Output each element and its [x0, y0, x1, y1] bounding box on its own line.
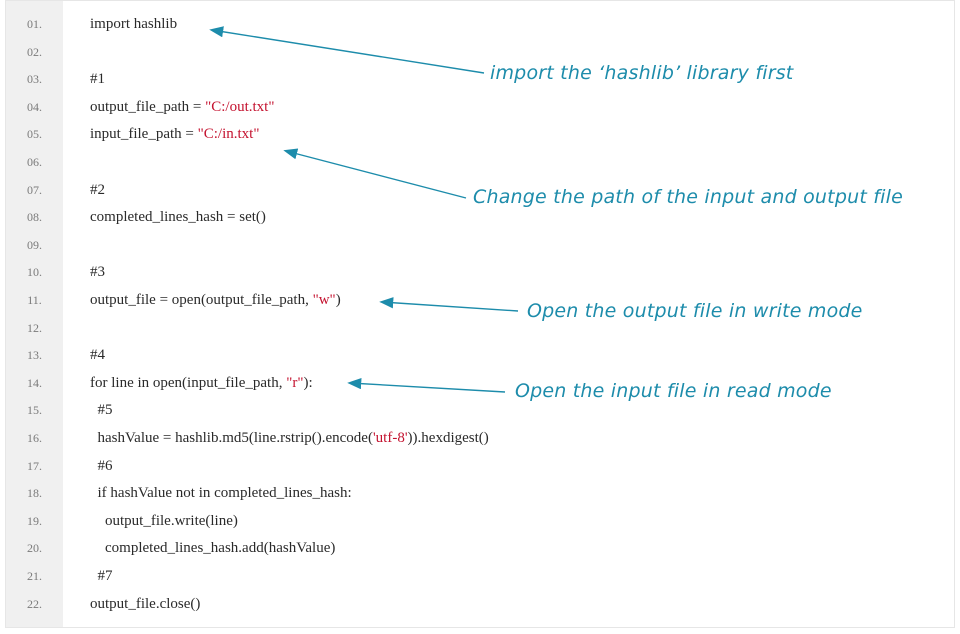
line-number: 08. — [27, 210, 42, 225]
code-text: output_file.close() — [90, 591, 200, 618]
code-token: import hashlib — [90, 16, 178, 32]
code-line: 03. #1 — [6, 66, 954, 93]
code-token: #2 — [90, 181, 105, 198]
code-text: #6 — [90, 453, 113, 480]
code-text: completed_lines_hash.add(hashValue) — [90, 535, 335, 562]
code-text: hashValue = hashlib.md5(line.rstrip().en… — [90, 425, 489, 452]
line-number: 04. — [27, 99, 42, 114]
line-number: 10. — [27, 265, 42, 280]
code-text: input_file_path = "C:/in.txt" — [90, 121, 259, 148]
line-number: 20. — [27, 541, 42, 556]
code-token: output_file.close() — [90, 595, 201, 612]
code-token: #4 — [90, 347, 105, 364]
line-number: 16. — [27, 431, 42, 445]
arrow-import — [209, 26, 485, 74]
code-text: for line in open(input_file_path, "r"): — [90, 370, 313, 397]
code-line: 04. output_file_path = "C:/out.txt" — [6, 94, 954, 121]
line-number: 19. — [27, 513, 42, 528]
code-line: 17. #6 — [6, 453, 954, 480]
annotation-paths: Change the path of the input and output … — [473, 186, 903, 208]
string-literal: "r" — [286, 374, 304, 391]
code-line: 13. #4 — [6, 342, 954, 369]
code-text: output_file = open(output_file_path, "w"… — [90, 287, 341, 314]
arrow-read-mode — [347, 378, 506, 393]
code-token: #3 — [90, 264, 105, 281]
code-text: import hashlib — [90, 11, 177, 38]
line-number: 05. — [27, 127, 42, 142]
code-line: 21. #7 — [6, 563, 954, 590]
line-number: 18. — [27, 486, 42, 501]
line-number: 11. — [27, 293, 42, 307]
line-number: 22. — [27, 596, 42, 611]
code-line: 02. — [6, 39, 954, 66]
code-text: #2 — [90, 177, 105, 204]
code-line: 19. output_file.write(line) — [6, 508, 954, 535]
code-token: ): — [303, 374, 313, 391]
code-line: 22. output_file.close() — [6, 591, 954, 618]
code-line: 11. output_file = open(output_file_path, … — [6, 287, 954, 314]
string-literal: 'utf-8' — [372, 430, 408, 446]
code-line: 10. #3 — [6, 259, 954, 286]
string-literal: "w" — [312, 292, 336, 308]
code-text: #1 — [90, 66, 105, 93]
code-line: 06. — [6, 149, 954, 176]
code-line: 15. #5 — [6, 397, 954, 424]
code-token: input_file_path = — [90, 126, 198, 143]
line-number: 14. — [27, 375, 42, 390]
code-line: 08. completed_lines_hash = set() — [6, 204, 954, 231]
code-text: if hashValue not in completed_lines_hash… — [90, 480, 352, 507]
code-line: 09. — [6, 232, 954, 259]
code-text: #3 — [90, 259, 105, 286]
code-token: #7 — [90, 568, 113, 584]
line-number: 15. — [27, 403, 42, 418]
code-text: #4 — [90, 342, 105, 369]
code-line: 12. — [6, 315, 954, 342]
code-line: 14. for line in open(input_file_path, "r"… — [6, 370, 954, 397]
line-number: 03. — [27, 72, 42, 87]
line-number: 07. — [27, 182, 42, 197]
code-token: output_file_path = — [90, 98, 206, 115]
string-literal: "C:/out.txt" — [205, 98, 275, 115]
arrow-write-mode — [379, 297, 519, 312]
code-token: if hashValue not in completed_lines_hash… — [90, 485, 352, 502]
code-token: output_file = open(output_file_path, — [90, 292, 313, 308]
code-line: 05. input_file_path = "C:/in.txt" — [6, 121, 954, 148]
code-line: 20. completed_lines_hash.add(hashValue) — [6, 535, 954, 562]
code-token: #1 — [90, 71, 105, 88]
line-number: 12. — [27, 320, 42, 335]
code-text: completed_lines_hash = set() — [90, 204, 266, 231]
code-text: #5 — [90, 397, 113, 424]
code-token: #5 — [90, 402, 113, 419]
line-number: 13. — [27, 348, 42, 363]
code-token: output_file.write(line) — [90, 512, 238, 529]
code-block: 01. import hashlib 02. 03. #1 04. output_file_… — [5, 0, 955, 628]
annotation-read-mode: Open the input file in read mode — [515, 380, 832, 402]
code-line: 01. import hashlib — [6, 11, 954, 38]
code-token: for line in open(input_file_path, — [90, 374, 287, 391]
code-line: 16. hashValue = hashlib.md5(line.rstrip(… — [6, 425, 954, 452]
line-number: 21. — [27, 569, 42, 583]
code-token: completed_lines_hash = set() — [90, 209, 266, 226]
arrow-paths — [283, 148, 467, 199]
code-token: hashValue = hashlib.md5(line.rstrip().en… — [90, 430, 373, 446]
line-number: 17. — [27, 458, 42, 473]
code-text: #7 — [90, 563, 113, 590]
line-number: 06. — [27, 155, 42, 169]
code-token: )).hexdigest() — [407, 430, 489, 446]
line-number: 01. — [27, 17, 42, 31]
code-line: 18. if hashValue not in completed_lines_… — [6, 480, 954, 507]
line-number: 09. — [27, 237, 42, 252]
code-text: output_file.write(line) — [90, 508, 238, 535]
code-token: #6 — [90, 457, 113, 474]
code-token: ) — [335, 292, 341, 308]
code-line: 07. #2 — [6, 177, 954, 204]
annotation-write-mode: Open the output file in write mode — [527, 300, 863, 322]
code-text: output_file_path = "C:/out.txt" — [90, 94, 274, 121]
line-number-gutter — [6, 1, 63, 627]
string-literal: "C:/in.txt" — [197, 126, 260, 143]
annotation-import: import the ‘hashlib’ library first — [490, 62, 794, 84]
line-number: 02. — [27, 44, 42, 59]
code-token: completed_lines_hash.add(hashValue) — [90, 540, 336, 557]
